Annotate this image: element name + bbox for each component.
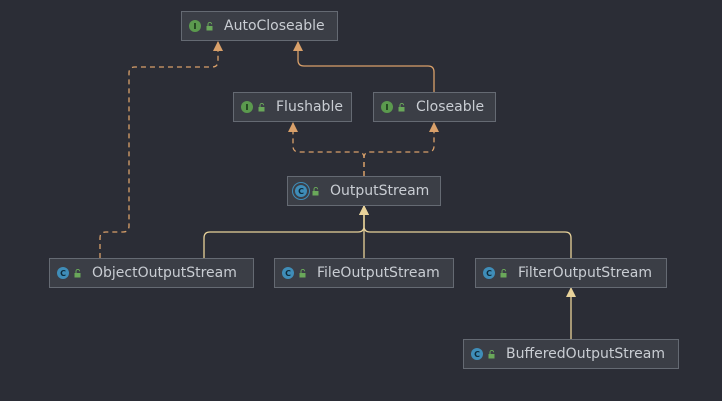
class-icon: C	[57, 267, 69, 279]
node-flushable[interactable]: I Flushable	[233, 92, 352, 122]
edge-objectoutputstream-to-autocloseable	[99, 41, 223, 258]
node-closeable[interactable]: I Closeable	[373, 92, 496, 122]
open-lock-icon	[500, 268, 507, 277]
node-label: BufferedOutputStream	[506, 346, 665, 362]
node-label: FileOutputStream	[317, 265, 440, 281]
open-lock-icon	[74, 268, 81, 277]
node-objectoutputstream[interactable]: C ObjectOutputStream	[49, 258, 254, 288]
open-lock-icon	[206, 21, 213, 30]
interface-icon: I	[189, 20, 201, 32]
node-label: AutoCloseable	[224, 18, 325, 34]
open-lock-icon	[488, 349, 495, 358]
node-outputstream[interactable]: C OutputStream	[287, 176, 441, 206]
node-label: Closeable	[416, 99, 485, 115]
class-icon: C	[282, 267, 294, 279]
edge-outputstream-to-flushable	[288, 122, 365, 176]
node-label: FilterOutputStream	[518, 265, 652, 281]
edge-closeable-to-autocloseable	[293, 41, 435, 94]
interface-icon: I	[381, 101, 393, 113]
open-lock-icon	[398, 102, 405, 111]
node-fileoutputstream[interactable]: C FileOutputStream	[274, 258, 454, 288]
open-lock-icon	[258, 102, 265, 111]
abstract-class-icon: C	[295, 185, 307, 197]
edge-objectoutputstream-to-outputstream	[203, 205, 369, 258]
edge-outputstream-to-closeable	[363, 122, 439, 176]
node-bufferedoutputstream[interactable]: C BufferedOutputStream	[463, 339, 679, 369]
class-icon: C	[483, 267, 495, 279]
class-icon: C	[471, 348, 483, 360]
edge-filteroutputstream-to-outputstream	[359, 205, 572, 258]
node-autocloseable[interactable]: I AutoCloseable	[181, 11, 338, 41]
node-label: OutputStream	[330, 183, 430, 199]
node-label: Flushable	[276, 99, 343, 115]
interface-icon: I	[241, 101, 253, 113]
node-label: ObjectOutputStream	[92, 265, 237, 281]
open-lock-icon	[312, 186, 319, 195]
node-filteroutputstream[interactable]: C FilterOutputStream	[475, 258, 667, 288]
open-lock-icon	[299, 268, 306, 277]
